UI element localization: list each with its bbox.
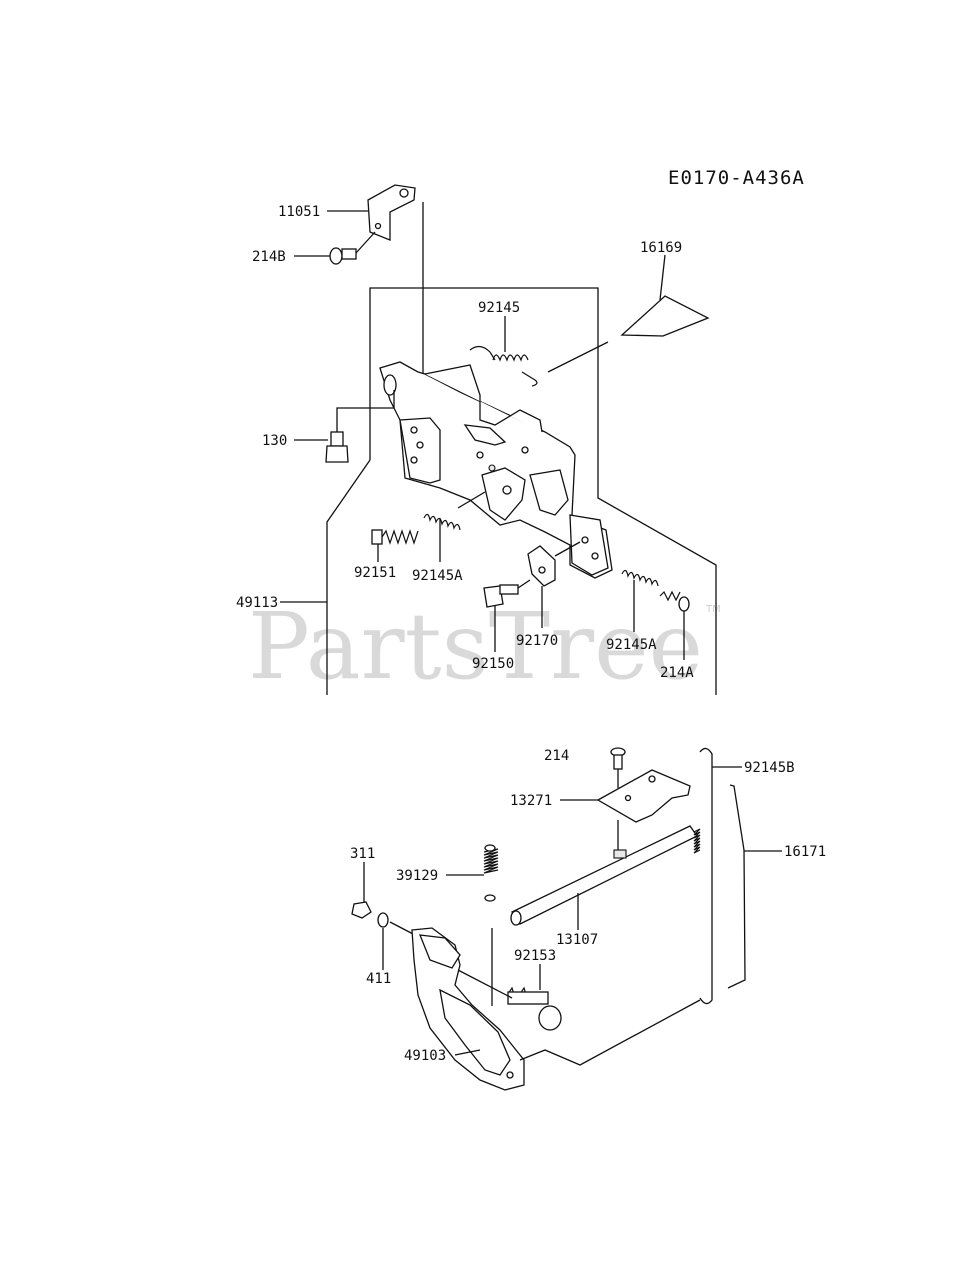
watermark-tm: TM <box>705 604 721 615</box>
label-92145B: 92145B <box>744 760 795 776</box>
label-214: 214 <box>544 748 569 764</box>
part-92145B-spring[interactable] <box>693 747 713 1005</box>
label-16171: 16171 <box>784 844 826 860</box>
frame-49113-left <box>326 459 371 695</box>
label-92150: 92150 <box>472 656 514 672</box>
diagram-code: E0170-A436A <box>668 167 805 189</box>
label-11051: 11051 <box>278 204 320 220</box>
guide-49103-rod <box>519 999 701 1066</box>
part-16169-wire[interactable] <box>620 254 710 337</box>
guide-92170 <box>554 541 581 557</box>
part-92145A-right-spring[interactable] <box>621 569 659 587</box>
label-49103: 49103 <box>404 1048 446 1064</box>
leader-49103 <box>454 1049 481 1056</box>
label-16169: 16169 <box>640 240 682 256</box>
label-13271: 13271 <box>510 793 552 809</box>
part-92145A-left-spring[interactable] <box>423 513 461 531</box>
guide-411 <box>389 921 416 936</box>
guide-92153 <box>457 969 513 999</box>
part-92153-pin[interactable] <box>507 986 562 1031</box>
guide-92150 <box>517 579 531 589</box>
guide-92145A-left <box>457 491 486 509</box>
part-311-nut[interactable] <box>351 901 372 919</box>
label-311: 311 <box>350 846 375 862</box>
frame-49113 <box>369 287 717 695</box>
label-49113: 49113 <box>236 595 278 611</box>
part-92145-spring[interactable] <box>469 345 538 387</box>
label-39129: 39129 <box>396 868 438 884</box>
part-214A-screw[interactable] <box>659 590 690 612</box>
watermark: PartsTree <box>248 593 703 700</box>
label-130: 130 <box>262 433 287 449</box>
part-214B-screw[interactable] <box>329 247 357 265</box>
label-92145A-right: 92145A <box>606 637 657 653</box>
part-49103-lever[interactable] <box>411 927 525 1091</box>
part-92151-bolt[interactable] <box>371 529 419 545</box>
part-411-washer[interactable] <box>377 912 389 928</box>
part-39129-spring[interactable] <box>483 844 499 902</box>
part-92150-bolt[interactable] <box>483 584 519 608</box>
part-13107-shaft[interactable] <box>510 825 698 926</box>
label-13107: 13107 <box>556 932 598 948</box>
part-130-bolt[interactable] <box>325 431 349 463</box>
label-411: 411 <box>366 971 391 987</box>
label-92145: 92145 <box>478 300 520 316</box>
guide-16169 <box>547 341 609 373</box>
part-92170-clip[interactable] <box>527 545 556 587</box>
label-214A: 214A <box>660 665 694 681</box>
label-92170: 92170 <box>516 633 558 649</box>
label-92145A-left: 92145A <box>412 568 463 584</box>
guide-214B <box>355 231 376 254</box>
guide-130 <box>336 390 395 432</box>
part-214-screw[interactable] <box>610 747 626 770</box>
part-16171-rod[interactable] <box>727 784 746 989</box>
label-92153: 92153 <box>514 948 556 964</box>
label-214B: 214B <box>252 249 286 265</box>
part-main-plate[interactable] <box>379 361 613 579</box>
part-11051-bracket[interactable] <box>367 184 416 241</box>
part-13271-bracket[interactable] <box>596 769 691 823</box>
label-92151: 92151 <box>354 565 396 581</box>
